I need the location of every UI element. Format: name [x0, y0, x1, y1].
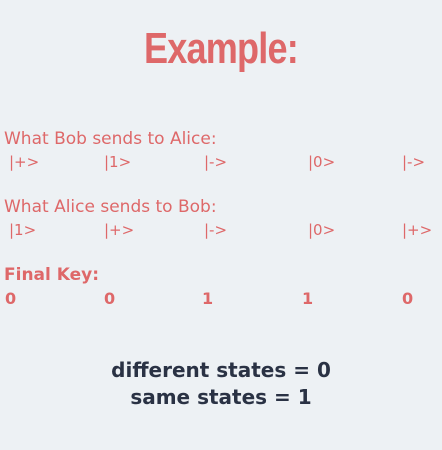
final-key-row: 0 0 1 1 0 — [0, 289, 442, 309]
alice-states-row: |1> |+> |-> |0> |+> — [0, 221, 442, 241]
key-bit: 0 — [104, 289, 116, 308]
rule-different-states: different states = 0 — [111, 358, 331, 382]
alice-state: |-> — [204, 221, 228, 239]
bob-state: |-> — [204, 153, 228, 171]
bob-section-label: What Bob sends to Alice: — [4, 129, 217, 149]
alice-section-label: What Alice sends to Bob: — [4, 197, 217, 217]
alice-state: |1> — [9, 221, 37, 239]
final-key-label: Final Key: — [4, 265, 100, 285]
bob-state: |+> — [9, 153, 40, 171]
bob-state: |0> — [308, 153, 336, 171]
bob-state: |-> — [402, 153, 426, 171]
key-bit: 0 — [5, 289, 17, 308]
alice-state: |0> — [308, 221, 336, 239]
key-bit: 0 — [402, 289, 414, 308]
key-bit: 1 — [302, 289, 314, 308]
bob-states-row: |+> |1> |-> |0> |-> — [0, 153, 442, 173]
key-bit: 1 — [202, 289, 214, 308]
alice-state: |+> — [104, 221, 135, 239]
alice-state: |+> — [402, 221, 433, 239]
bob-state: |1> — [104, 153, 132, 171]
page-title: Example: — [144, 24, 299, 73]
rule-same-states: same states = 1 — [130, 385, 312, 409]
